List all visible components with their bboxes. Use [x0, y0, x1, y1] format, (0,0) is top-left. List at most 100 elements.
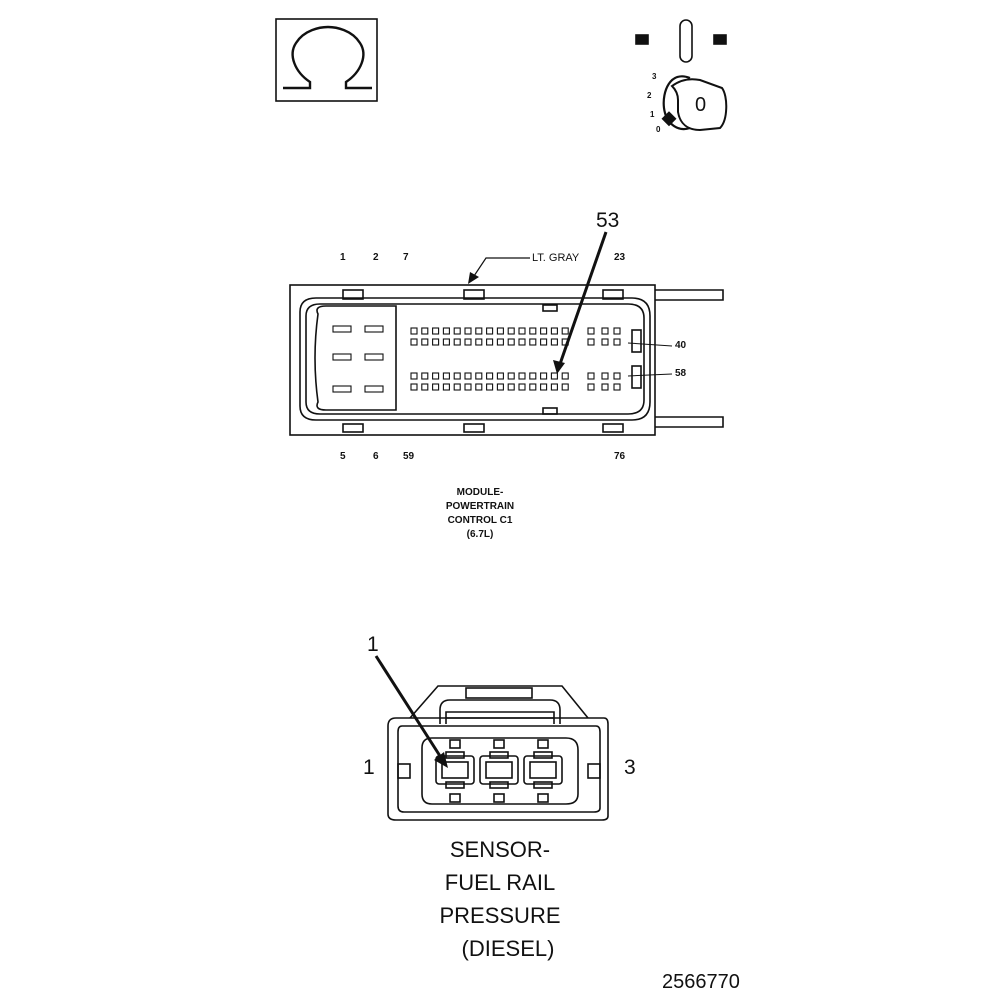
- sensor-connector-caption: SENSOR- FUEL RAIL PRESSURE (DIESEL): [400, 833, 600, 965]
- ignition-position-3: 3: [652, 72, 657, 81]
- pcm-signal-pin: [518, 383, 526, 391]
- pcm-signal-pin: [453, 327, 461, 335]
- pcm-signal-pin: [587, 383, 595, 391]
- pcm-connector-caption: MODULE- POWERTRAIN CONTROL C1 (6.7L): [420, 486, 540, 542]
- pcm-pin-cavities: [332, 325, 621, 393]
- pcm-pin-label-2: 2: [373, 252, 379, 263]
- sensor-terminal-1: [435, 751, 475, 789]
- pcm-signal-pin: [453, 338, 461, 346]
- pcm-signal-pin: [464, 372, 472, 380]
- pcm-signal-pin: [550, 327, 558, 335]
- pcm-signal-pin: [442, 327, 450, 335]
- sensor-callout-pin-1: 1: [367, 633, 379, 656]
- omega-symbol-icon: [275, 18, 378, 102]
- pcm-signal-pin: [518, 372, 526, 380]
- pcm-signal-pin: [496, 327, 504, 335]
- pcm-signal-pin: [464, 338, 472, 346]
- pcm-signal-pin: [496, 383, 504, 391]
- pcm-signal-pin: [507, 338, 515, 346]
- pcm-signal-pin: [421, 372, 429, 380]
- pcm-signal-pin: [442, 372, 450, 380]
- pcm-signal-pin: [518, 327, 526, 335]
- pcm-signal-pin: [550, 338, 558, 346]
- pcm-pin-label-58: 58: [675, 368, 687, 379]
- pcm-signal-pin: [529, 372, 537, 380]
- pcm-pin-label-59: 59: [403, 451, 415, 462]
- sensor-pin-label-3: 3: [624, 756, 636, 779]
- pcm-signal-pin: [587, 372, 595, 380]
- pcm-large-pin: [332, 385, 352, 393]
- pcm-signal-pin: [540, 372, 548, 380]
- pcm-signal-pin: [561, 383, 569, 391]
- pcm-signal-pin: [453, 372, 461, 380]
- pcm-signal-pin: [529, 327, 537, 335]
- pcm-signal-pin: [410, 327, 418, 335]
- pcm-signal-pin: [540, 338, 548, 346]
- pcm-signal-pin: [507, 383, 515, 391]
- wire-color-label: LT. GRAY: [532, 252, 580, 264]
- pcm-large-pin: [332, 353, 352, 361]
- pcm-signal-pin: [432, 383, 440, 391]
- pcm-large-pin: [364, 385, 384, 393]
- pcm-signal-pin: [518, 338, 526, 346]
- ignition-position-1: 1: [650, 110, 655, 119]
- ignition-position-0: 0: [656, 125, 661, 134]
- pcm-caption-line-1: MODULE-: [456, 487, 504, 498]
- pcm-signal-pin: [561, 338, 569, 346]
- pcm-signal-pin: [432, 338, 440, 346]
- pcm-signal-pin: [613, 383, 621, 391]
- ignition-key-icon: [635, 19, 728, 132]
- figure-number: 2566770: [662, 971, 740, 993]
- sensor-terminal-3: [523, 751, 563, 789]
- pcm-signal-pin: [432, 327, 440, 335]
- pcm-pin-label-7: 7: [403, 252, 409, 263]
- pcm-signal-pin: [475, 372, 483, 380]
- pcm-signal-pin: [613, 372, 621, 380]
- pcm-pin-label-23: 23: [614, 252, 626, 263]
- pcm-caption-line-2: POWERTRAIN: [445, 501, 515, 512]
- pcm-signal-pin: [442, 383, 450, 391]
- pcm-signal-pin: [475, 383, 483, 391]
- pcm-signal-pin: [486, 383, 494, 391]
- pcm-large-pin: [364, 353, 384, 361]
- pcm-signal-pin: [613, 327, 621, 335]
- pcm-signal-pin: [421, 327, 429, 335]
- pcm-callout-pin-53: 53: [596, 209, 620, 232]
- pcm-signal-pin: [432, 372, 440, 380]
- pcm-signal-pin: [540, 383, 548, 391]
- pcm-signal-pin: [486, 338, 494, 346]
- pcm-signal-pin: [601, 383, 609, 391]
- pcm-signal-pin: [561, 372, 569, 380]
- pcm-pin-label-1: 1: [340, 252, 346, 263]
- sensor-pin-label-1: 1: [363, 756, 375, 779]
- pcm-signal-pin: [464, 327, 472, 335]
- pcm-signal-pin: [613, 338, 621, 346]
- pcm-signal-pin: [587, 327, 595, 335]
- pcm-connector-housing: [289, 231, 724, 436]
- pcm-signal-pin: [496, 338, 504, 346]
- ignition-position-2: 2: [647, 91, 652, 100]
- sensor-caption-line-2: FUEL RAIL: [444, 870, 556, 895]
- pcm-signal-pin: [475, 338, 483, 346]
- sensor-caption-line-4: (DIESEL): [461, 936, 555, 961]
- pcm-signal-pin: [550, 383, 558, 391]
- pcm-signal-pin: [529, 338, 537, 346]
- pcm-signal-pin: [453, 383, 461, 391]
- pcm-large-pin: [364, 325, 384, 333]
- pcm-pin-label-6: 6: [373, 451, 379, 462]
- pcm-signal-pin: [442, 338, 450, 346]
- pcm-signal-pin: [486, 372, 494, 380]
- pcm-signal-pin: [540, 327, 548, 335]
- pcm-signal-pin: [464, 383, 472, 391]
- pcm-caption-line-3: CONTROL C1: [447, 515, 513, 526]
- pcm-signal-pin: [410, 383, 418, 391]
- pcm-pin-label-5: 5: [340, 451, 346, 462]
- pcm-signal-pin: [421, 338, 429, 346]
- sensor-terminal-2: [479, 751, 519, 789]
- pcm-signal-pin: [601, 338, 609, 346]
- sensor-caption-line-1: SENSOR-: [449, 837, 551, 862]
- pcm-pin-label-76: 76: [614, 451, 626, 462]
- pcm-signal-pin: [421, 383, 429, 391]
- pcm-pin-label-40: 40: [675, 340, 687, 351]
